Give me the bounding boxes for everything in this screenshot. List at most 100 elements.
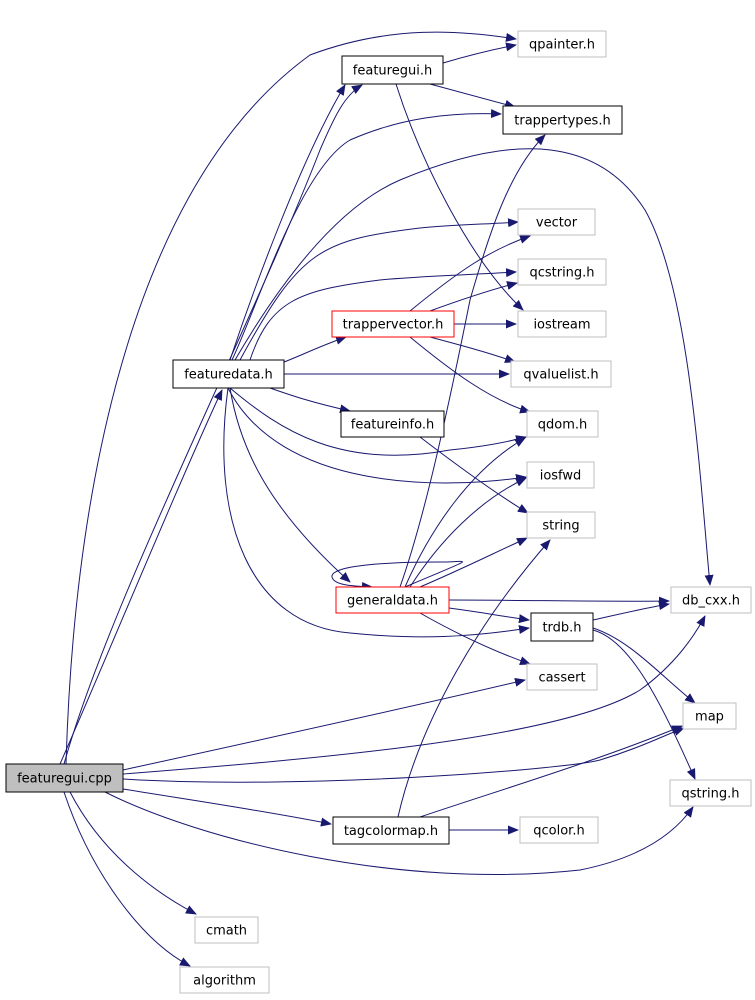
edge-featuredata-h-to-featuregui-h [229,84,346,361]
node-label: map [695,710,724,725]
edge-featuregui-cpp-to-map [122,727,685,783]
node-label: trdb.h [542,621,581,636]
node-featuredata-h[interactable]: featuredata.h [172,359,285,389]
node-label: trappervector.h [343,318,444,333]
node-label: qstring.h [682,787,740,802]
node-iostream: iostream [517,310,607,338]
node-box [331,310,455,338]
node-trdb-h[interactable]: trdb.h [530,612,594,642]
node-label: string [542,519,579,534]
node-box [517,258,607,286]
edge-generaldata-h-to-generaldata-h [331,560,463,592]
node-label: cassert [538,671,585,686]
node-box [517,310,607,338]
edge-featuregui-h-to-iostream [395,83,524,311]
edge-featuregui-cpp-to-qpainter-h [65,31,517,765]
edge-featuredata-h-to-trdb-h [223,387,530,638]
edge-trappervector-h-to-qvaluelist-h [429,336,516,363]
node-label: qdom.h [538,418,588,433]
edge-featuregui-cpp-to-cassert [122,677,526,771]
edge-featuredata-h-to-trappertypes-h [231,109,502,361]
node-vector: vector [517,208,596,236]
edge-trdb-h-to-map [592,627,696,704]
edge-featuregui-cpp-to-tagcolormap-h [122,788,332,827]
node-box [517,30,607,58]
edge-featuregui-cpp-to-cmath [69,791,197,915]
edge-trdb-h-to-db-cxx-h [592,601,670,621]
node-box [194,916,259,944]
node-label: db_cxx.h [682,594,740,609]
edge-generaldata-h-to-cassert [419,612,531,665]
node-label: featuregui.cpp [17,772,112,787]
node-label: iosfwd [540,469,582,484]
node-box [341,55,444,85]
node-featuregui-cpp[interactable]: featuregui.cpp [5,763,124,793]
node-featuregui-h[interactable]: featuregui.h [341,55,444,85]
edge-featuredata-h-to-iosfwd [227,387,527,484]
node-label: featuregui.h [353,64,432,79]
node-label: qcolor.h [533,824,584,839]
node-trappervector-h[interactable]: trappervector.h [331,310,455,338]
edge-featuredata-h-to-vector [239,218,519,361]
node-box [332,816,450,845]
node-iosfwd: iosfwd [526,461,595,489]
node-label: cmath [206,924,247,939]
node-qvaluelist-h: qvaluelist.h [510,360,612,388]
node-qcolor-h: qcolor.h [519,816,599,844]
node-box [179,966,270,994]
node-box [519,816,599,844]
node-label: vector [536,216,578,231]
edge-generaldata-h-to-string [419,537,528,588]
node-label: qpainter.h [529,38,595,53]
edge-tagcolormap-h-to-map [419,725,683,818]
node-qcstring-h: qcstring.h [517,258,607,286]
edge-featuredata-h-to-qcstring-h [249,268,517,361]
node-label: qcstring.h [529,266,594,281]
node-label: tagcolormap.h [344,824,438,839]
node-label: featureinfo.h [351,418,434,433]
edge-generaldata-h-to-iosfwd [409,477,527,588]
edge-featuredata-h-to-trappervector-h [283,336,347,363]
node-box [526,663,598,691]
node-qstring-h: qstring.h [669,779,752,807]
edge-generaldata-h-to-trdb-h [448,607,530,624]
node-db-cxx-h: db_cxx.h [670,586,752,614]
node-box [526,461,595,489]
edge-generaldata-h-to-db-cxx-h [448,596,670,606]
node-featureinfo-h[interactable]: featureinfo.h [340,410,445,438]
edge-featuredata-h-to-featureinfo-h [269,387,351,414]
node-algorithm: algorithm [179,966,270,994]
node-box [502,105,623,135]
node-tagcolormap-h[interactable]: tagcolormap.h [332,816,450,845]
node-generaldata-h[interactable]: generaldata.h [335,586,450,614]
node-box [5,763,124,793]
edge-tagcolormap-h-to-string [397,539,551,818]
edge-featuregui-cpp-to-featuregui-h [63,84,363,765]
node-box [340,410,445,438]
node-cassert: cassert [526,663,598,691]
edge-generaldata-h-to-trappertypes-h [399,134,546,588]
edge-featureinfo-h-to-string [419,436,529,514]
node-map: map [682,702,737,730]
edge-trappervector-h-to-qdom-h [409,336,531,414]
edge-trdb-h-to-qstring-h [592,629,696,780]
node-label: qvaluelist.h [523,368,598,383]
node-box [510,360,612,388]
node-label: generaldata.h [347,594,438,609]
node-box [526,511,596,539]
node-cmath: cmath [194,916,259,944]
node-label: algorithm [193,974,256,989]
node-string: string [526,511,596,539]
edge-featuredata-h-to-generaldata-h [229,387,351,583]
node-label: trappertypes.h [514,114,610,129]
edge-featuregui-cpp-to-qstring-h [104,791,694,875]
edge-featuregui-cpp-to-db-cxx-h [122,615,706,775]
node-qdom-h: qdom.h [526,410,599,438]
edge-featuregui-cpp-to-algorithm [63,791,191,967]
edge-featuredata-h-to-qdom-h [229,387,527,456]
node-label: featuredata.h [184,368,273,383]
edge-trappervector-h-to-qcstring-h [429,281,518,312]
node-trappertypes-h[interactable]: trappertypes.h [502,105,623,135]
edge-generaldata-h-to-qdom-h [404,437,526,588]
node-box [172,359,285,389]
